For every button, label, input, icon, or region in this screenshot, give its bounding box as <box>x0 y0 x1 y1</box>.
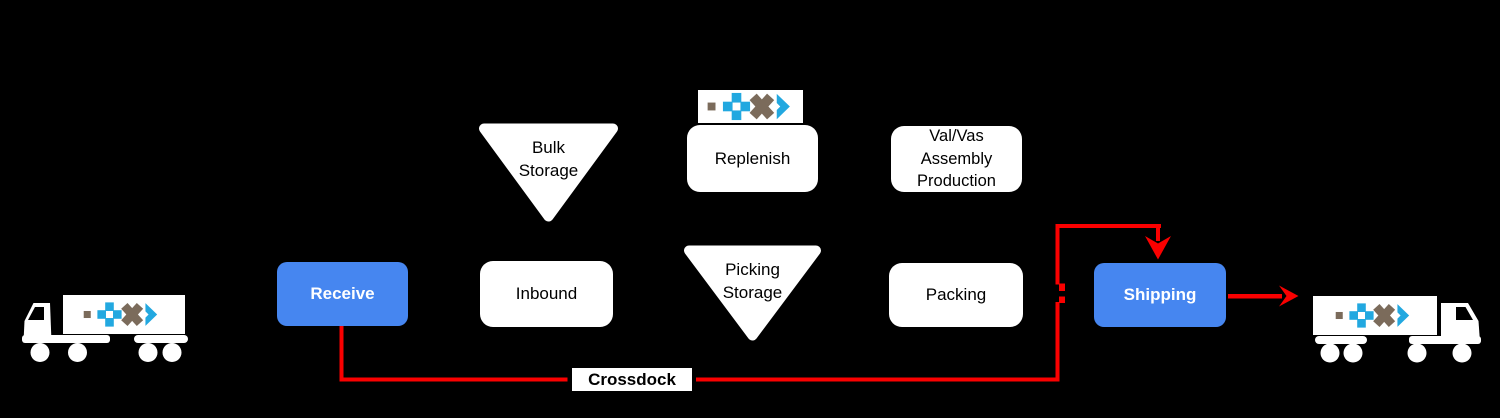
truck-wheel <box>1320 343 1340 363</box>
truck-window <box>1456 307 1473 320</box>
truck-wheel <box>1452 343 1472 363</box>
inbound-truck-icon <box>22 295 188 362</box>
inverted-triangle-shape <box>479 123 618 222</box>
node-bulk-storage-label: Bulk Storage <box>518 138 579 180</box>
brand-logo <box>698 90 803 123</box>
flow-segment-ship-out <box>1228 294 1282 299</box>
truck-fender <box>134 335 188 343</box>
node-inbound-label: Inbound <box>515 284 578 303</box>
flow-line-hop <box>1059 296 1065 303</box>
truck-wheel <box>1407 343 1427 363</box>
crossdock-edge-label: Crossdock <box>572 368 692 391</box>
flow-arrowhead-down <box>1145 236 1171 260</box>
node-replenish: Replenish <box>687 125 818 192</box>
truck-body <box>22 295 188 362</box>
node-shipping-label: Shipping <box>1123 285 1197 304</box>
truck-body <box>1313 296 1481 363</box>
truck-chassis <box>22 335 110 343</box>
inverted-triangle-shape <box>684 245 821 341</box>
truck-wheel <box>68 343 87 362</box>
node-packing: Packing <box>889 263 1023 327</box>
node-picking-storage: Picking Storage <box>683 245 822 344</box>
node-receive: Receive <box>277 262 408 326</box>
node-replenish-label: Replenish <box>714 148 791 168</box>
flow-segment-bottom-right <box>696 377 1060 382</box>
flow-segment-up-upper <box>1055 224 1060 285</box>
flow-segment-bottom-left <box>339 377 568 382</box>
brand-logo-banner <box>698 90 803 123</box>
truck-chassis <box>1409 336 1481 344</box>
node-receive-label: Receive <box>310 284 375 303</box>
node-val-vas-line: Val/Vas <box>929 127 984 146</box>
node-packing-label: Packing <box>925 285 987 304</box>
flow-segment-up-lower <box>1055 302 1060 382</box>
truck-wheel <box>1343 343 1363 363</box>
truck-wheel <box>162 343 182 362</box>
truck-window <box>28 307 44 320</box>
flow-line-hop <box>1059 283 1065 291</box>
node-val-vas: Val/Vas Assembly Production <box>891 126 1022 192</box>
truck-trailer <box>1313 296 1437 335</box>
flow-segment-down-from-receive <box>339 326 344 382</box>
node-shipping: Shipping <box>1094 263 1226 327</box>
node-val-vas-line: Assembly <box>920 149 993 168</box>
node-picking-storage-label: Picking Storage <box>722 260 783 302</box>
flow-segment-top <box>1055 224 1161 228</box>
node-bulk-storage: Bulk Storage <box>478 123 619 225</box>
truck-wheel <box>138 343 158 362</box>
flow-segment-into-shipping <box>1156 224 1160 241</box>
node-inbound: Inbound <box>480 261 613 327</box>
flow-arrowhead-right <box>1279 285 1299 307</box>
truck-cab <box>23 303 52 342</box>
truck-cab <box>1441 303 1480 342</box>
truck-trailer <box>63 295 185 334</box>
truck-fender <box>1315 336 1367 344</box>
node-val-vas-line: Production <box>917 172 996 191</box>
truck-wheel <box>30 343 50 362</box>
outbound-truck-icon <box>1313 296 1481 363</box>
